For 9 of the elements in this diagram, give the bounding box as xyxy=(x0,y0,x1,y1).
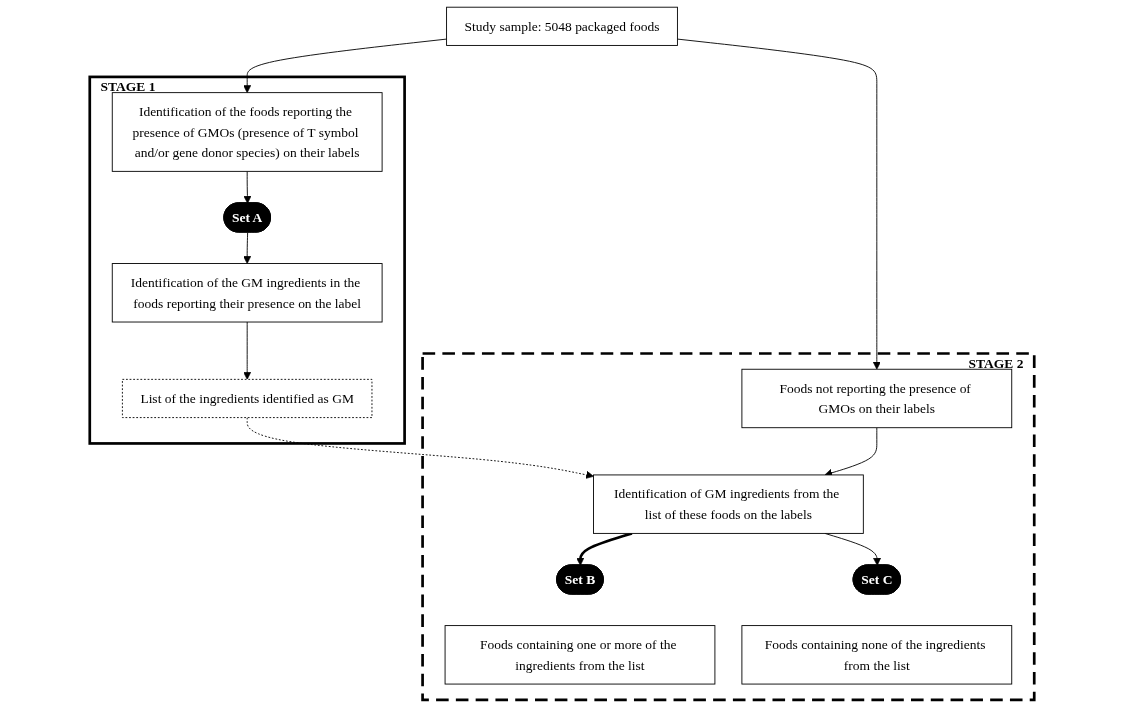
node-box: Foods containing one or more of the ingredients from the list xyxy=(444,625,716,685)
node-box: Identification of GM ingredients from the list of these foods on the labels xyxy=(593,474,864,534)
arrow xyxy=(576,532,633,566)
node-box: Foods containing none of the ingredients from the list xyxy=(741,625,1013,685)
node-box: Identification of the foods reporting the presence of GMOs (presence of T symbol and/or gene donor species) on their labels xyxy=(111,92,383,172)
node-box: Foods not reporting the presence of GMOs on their labels xyxy=(741,368,1013,429)
node-box: Identification of the GM ingredients in the foods reporting their presence on the label xyxy=(111,263,383,323)
node-box: Study sample: 5048 packaged foods xyxy=(446,6,678,46)
node-box: List of the ingredients identified as GM xyxy=(121,378,373,419)
